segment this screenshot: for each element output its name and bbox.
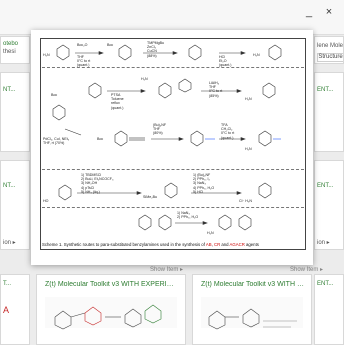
product-label: H₂N (207, 231, 214, 235)
condition-label: THF 0°C to rt (quant.) (77, 55, 91, 68)
right-bottom-card[interactable]: ENT... (314, 274, 344, 345)
reagent-label: 1) NaN₃ 2) PPh₃, H₂O (177, 211, 199, 220)
card-title: ENT... (317, 281, 334, 287)
left-bottom-card[interactable]: T... A (0, 274, 30, 345)
left-edge-card-3[interactable]: NT... ion ▸ (0, 160, 30, 250)
compound-label: H₂N (43, 53, 50, 57)
show-item-link[interactable]: Show Item ▸ (150, 267, 184, 273)
right-edge-label: lene Mole (317, 43, 344, 49)
reagent-label: TMPMgBu ZnCl₂ CuCN (88%) (147, 41, 164, 58)
row-divider (42, 207, 304, 208)
compound-label: H₂N (141, 77, 148, 81)
compound-label: Boc (51, 93, 58, 97)
reagent-label: 1) TBDMSCl 2) BuLi, Et₂NCOCF₃ 3) NH₂OH 4… (81, 173, 114, 194)
row-divider (42, 169, 304, 170)
figure-caption: Scheme 1. Synthetic routes to para-subst… (42, 242, 259, 247)
left-edge-label: otebo (3, 41, 19, 47)
next-link[interactable]: ion ▸ (317, 240, 330, 246)
compound-label: Boc (97, 137, 104, 141)
structure-button[interactable]: Structure (317, 53, 343, 62)
document-card[interactable]: Z(t) Molecular Toolkit v3 WITH EXPERIMEN… (36, 274, 186, 345)
product-label: H₂N (245, 147, 252, 151)
left-edge-label: NT... (3, 87, 16, 93)
structure-thumbnail-icon (208, 308, 297, 330)
left-edge-card-2[interactable]: NT... (0, 72, 30, 152)
compound-label: Boc (107, 43, 114, 47)
card-title: T... (3, 281, 12, 287)
left-edge-card-1[interactable]: otebo thesi (0, 36, 30, 64)
right-edge-card-1[interactable]: lene Mole Structure (314, 36, 344, 64)
compound-label: HO (43, 199, 49, 203)
product-label: Cl⁻ H₃N (239, 199, 252, 203)
structure-thumbnail-icon (54, 304, 162, 330)
compound-label: SiMe₂Bu (143, 195, 157, 199)
right-edge-label: ENT... (317, 87, 334, 93)
product-label: H₂N (245, 97, 252, 101)
reagent-label: HCl Et₂O (quant.) (219, 55, 232, 68)
card-thumbnail (201, 297, 303, 330)
card-title: Z(t) Molecular Toolkit v3 WITH EXPERIMEN… (45, 281, 179, 288)
card-letter: A (3, 305, 10, 315)
card-thumbnail (45, 297, 177, 330)
reaction-scheme-figure: H₂N Boc₂O THF 0°C to rt (quant.) Boc TMP… (40, 38, 306, 250)
reagent-label: PTSA Toluene reflux (quant.) (111, 93, 124, 110)
product-label: H₂N (253, 53, 260, 57)
close-icon[interactable]: × (325, 6, 333, 18)
right-edge-label: ENT... (317, 183, 334, 189)
reagent-label: TFA CH₂Cl₂ 0°C to rt (quant.) (221, 123, 235, 140)
reagent-label: 1) (Bu)₄NF 2) PPh₃, I₂ 3) NaN₃ 4) PPh₃, … (193, 173, 215, 194)
row-divider (42, 67, 304, 68)
reaction-scheme-drawing (52, 44, 282, 231)
reagent-label: (Bu)₄NF THF (80%) (153, 123, 167, 136)
right-edge-card-2[interactable]: ENT... (314, 72, 344, 152)
reagent-label: Boc₂O (77, 43, 88, 47)
left-edge-label: NT... (3, 183, 16, 189)
card-title: Z(t) Molecular Toolkit v3 WITH EXPERIMEN… (201, 281, 305, 288)
reagent-label: LiAlH₄ THF 0°C to rt (85%) (209, 81, 223, 98)
show-item-link[interactable]: Show Item ▸ (290, 267, 324, 273)
right-edge-card-3[interactable]: ENT... ion ▸ (314, 160, 344, 250)
left-edge-label: thesi (3, 49, 16, 55)
window-top-bar: _ × (0, 0, 344, 35)
minimize-icon[interactable]: _ (305, 6, 313, 18)
next-link[interactable]: ion ▸ (3, 240, 16, 246)
document-card[interactable]: Z(t) Molecular Toolkit v3 WITH EXPERIMEN… (192, 274, 312, 345)
reagent-label: PdCl₂, CuI, NEt₃ THF, rt (70%) (43, 137, 70, 146)
